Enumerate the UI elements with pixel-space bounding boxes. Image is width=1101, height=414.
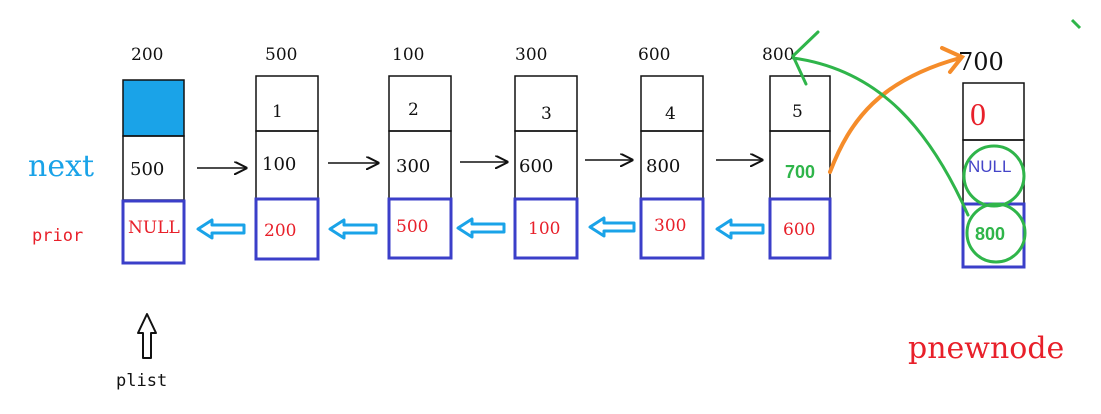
node-0: 200 500 NULL	[121, 45, 186, 265]
node-prior-cell	[513, 197, 579, 260]
node-address: 100	[392, 45, 424, 65]
node-next-value: 300	[396, 156, 430, 177]
node-prior-cell	[768, 197, 832, 260]
node-5: 800 5 700 600	[762, 45, 832, 260]
node-1: 500 1 100 200	[254, 45, 320, 261]
node-data-cell	[388, 75, 452, 132]
node-next-value: 600	[519, 156, 553, 177]
node-prior-value: 100	[528, 219, 560, 239]
plist-arrow	[137, 313, 157, 359]
node-data-value: 1	[272, 102, 283, 122]
prior-arrow	[588, 216, 636, 238]
node-3: 300 3 600 100	[513, 45, 579, 260]
new-node-next-value: NULL	[968, 157, 1011, 176]
prior-label: prior	[32, 226, 83, 246]
next-pointer-arrows	[197, 160, 762, 168]
node-data-value: 3	[541, 104, 552, 124]
node-next-value: 700	[785, 162, 815, 182]
node-data-value: 2	[408, 100, 419, 120]
green-link-arrow	[791, 30, 970, 217]
node-4: 600 4 800 300	[638, 45, 705, 260]
node-next-value: 500	[130, 159, 164, 180]
node-data-value: 4	[665, 104, 676, 124]
node-next-value: 100	[262, 154, 296, 175]
node-prior-value: NULL	[128, 218, 180, 238]
node-prior-value: 300	[654, 216, 686, 236]
new-node: 700 0 NULL 800	[958, 48, 1027, 269]
plist-label: plist	[116, 371, 167, 391]
node-prior-cell	[121, 199, 186, 265]
null-highlight-circle	[962, 144, 1026, 208]
orange-link-arrow	[828, 46, 966, 174]
node-data-value: 5	[792, 102, 803, 122]
node-address: 800	[762, 45, 794, 65]
prior-arrow	[456, 217, 506, 239]
node-prior-cell	[387, 197, 453, 260]
node-prior-cell	[639, 197, 705, 260]
prior-highlight-circle	[965, 202, 1027, 264]
node-next-value: 800	[646, 156, 680, 177]
prior-pointer-arrows	[196, 216, 765, 240]
node-prior-value: 200	[264, 221, 296, 241]
next-label: next	[28, 149, 94, 184]
green-mark	[1070, 18, 1082, 30]
node-address: 200	[131, 45, 163, 65]
prior-arrow	[328, 218, 378, 240]
node-head-highlight	[122, 79, 185, 137]
node-address: 300	[515, 45, 547, 65]
node-prior-value: 600	[783, 220, 815, 240]
new-node-address: 700	[958, 48, 1004, 76]
pnewnode-label: pnewnode	[908, 331, 1064, 366]
prior-arrow	[196, 218, 246, 240]
prior-arrow	[715, 218, 765, 240]
node-2: 100 2 300 500	[387, 45, 453, 260]
node-address: 600	[638, 45, 670, 65]
node-prior-cell	[254, 197, 320, 261]
node-prior-value: 500	[396, 217, 428, 237]
new-node-prior-value: 800	[975, 224, 1005, 244]
node-address: 500	[265, 45, 297, 65]
new-node-data-value: 0	[970, 96, 986, 132]
node-data-cell	[255, 75, 319, 132]
